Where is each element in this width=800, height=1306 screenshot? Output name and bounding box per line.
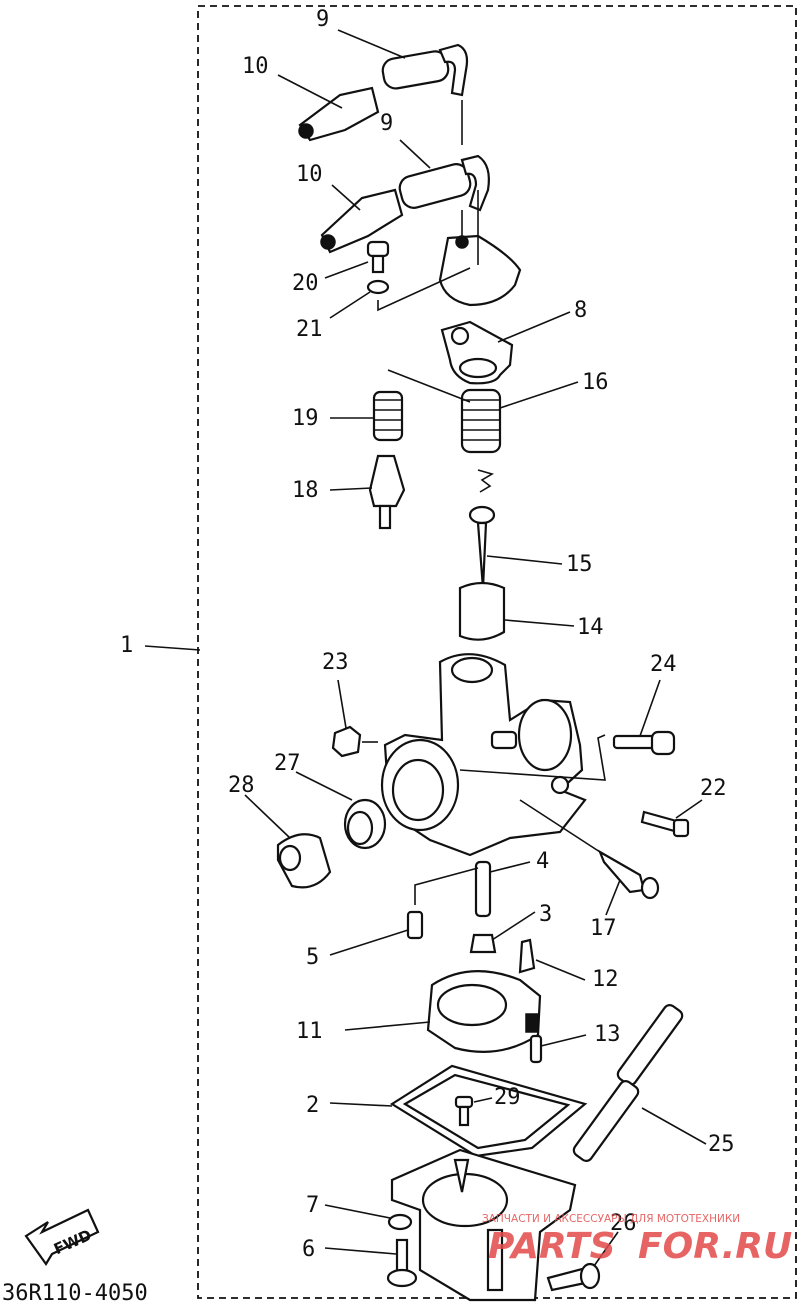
part-4-needle-jet: [474, 860, 492, 918]
label-part-16: 16: [582, 370, 609, 395]
label-part-6: 6: [302, 1237, 315, 1262]
label-part-12: 12: [592, 967, 619, 992]
label-part-13: 13: [594, 1022, 621, 1047]
label-part-22: 22: [700, 776, 727, 801]
part-28-clamp: [276, 833, 332, 889]
float-bowl: [390, 1148, 577, 1302]
label-part-29: 29: [494, 1085, 521, 1110]
label-part-5: 5: [306, 945, 319, 970]
label-part-28: 28: [228, 773, 255, 798]
part-3-main-jet: [469, 933, 497, 954]
label-part-10-lower: 10: [296, 162, 323, 187]
label-part-27: 27: [274, 751, 301, 776]
watermark-brand-left: PARTS: [488, 1226, 616, 1267]
top-cap: [438, 190, 522, 307]
part-27-ring: [343, 798, 387, 850]
fwd-arrow: FWD: [24, 1208, 100, 1267]
watermark-caption: ЗАПЧАСТИ И АКСЕССУАРЫ ДЛЯ МОТОТЕХНИКИ: [482, 1213, 740, 1225]
label-part-11: 11: [296, 1019, 323, 1044]
part-7-washer: [387, 1213, 413, 1231]
label-part-15: 15: [566, 552, 593, 577]
label-part-3: 3: [539, 902, 552, 927]
label-part-17: 17: [590, 916, 617, 941]
label-part-9-top: 9: [316, 7, 329, 32]
part-5-pilot-jet: [406, 910, 424, 940]
label-part-18: 18: [292, 478, 319, 503]
part-19-spring: [372, 390, 404, 442]
part-25-hose: [572, 1003, 684, 1163]
part-9-upper-fitting: [381, 43, 469, 145]
label-part-7: 7: [306, 1193, 319, 1218]
part-29-screw: [454, 1095, 474, 1127]
footer-code: 36R110-4050: [2, 1281, 148, 1306]
part-13-pin: [529, 1034, 543, 1064]
part-23-nut: [331, 725, 362, 758]
label-part-24: 24: [650, 652, 677, 677]
part-18-plunger: [368, 454, 406, 530]
part-2-gasket: [389, 1064, 588, 1158]
label-part-20: 20: [292, 271, 319, 296]
part-8-plate: [440, 320, 514, 385]
watermark: ЗАПЧАСТИ И АКСЕССУАРЫ ДЛЯ МОТОТЕХНИКИ PA…: [482, 1213, 792, 1267]
label-part-23: 23: [322, 650, 349, 675]
label-part-25: 25: [708, 1132, 735, 1157]
label-part-10-top: 10: [242, 54, 269, 79]
part-10-upper-cap: [298, 86, 380, 142]
part-labels: 1 2 3 4 5 6 7 8 9 9 10 10 11 12 13 14 15…: [120, 7, 735, 1262]
label-part-1: 1: [120, 633, 133, 658]
part-12-float-valve: [518, 938, 536, 974]
part-9-lower-fitting: [398, 154, 490, 212]
label-part-8: 8: [574, 298, 587, 323]
part-16-spring: [460, 388, 502, 454]
part-22-screw: [640, 810, 690, 838]
leader-lines: [144, 29, 707, 1267]
label-part-26: 26: [610, 1211, 637, 1236]
label-part-2: 2: [306, 1093, 319, 1118]
label-part-19: 19: [292, 406, 319, 431]
part-15-needle: [468, 505, 496, 589]
label-part-9-lower: 9: [380, 111, 393, 136]
part-14-slide: [458, 581, 506, 641]
part-26-screw: [546, 1262, 601, 1292]
label-part-21: 21: [296, 317, 323, 342]
label-part-4: 4: [536, 849, 549, 874]
part-20-screw: [366, 240, 390, 274]
watermark-brand-right: FOR.RU: [638, 1226, 792, 1267]
part-17-screw: [597, 849, 660, 900]
part-drawings: [276, 43, 690, 1302]
part-6-screw: [386, 1238, 418, 1288]
part-11-float: [426, 970, 542, 1053]
needle-clip: [477, 469, 494, 493]
part-24-screw: [612, 730, 676, 756]
part-10-lower-cap: [320, 188, 404, 254]
part-21-washer: [366, 279, 390, 295]
carburetor-body: [380, 653, 606, 857]
label-part-14: 14: [577, 615, 604, 640]
